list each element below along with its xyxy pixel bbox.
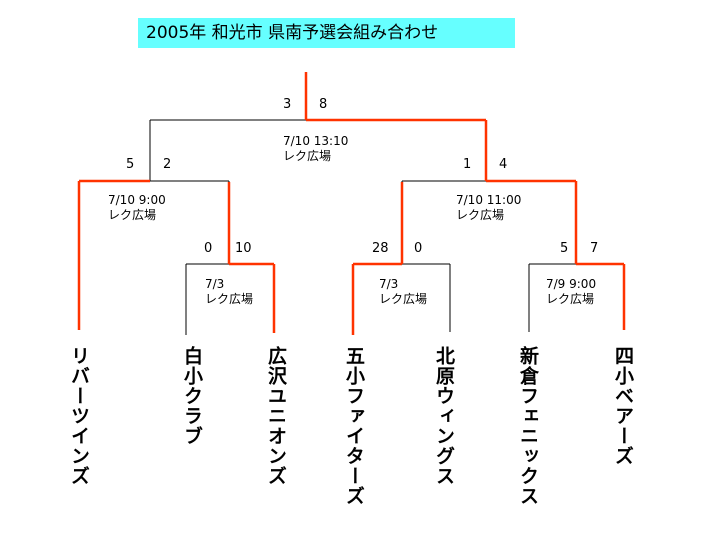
r1b-score-right: 0 xyxy=(414,241,423,256)
bracket-title: 2005年 和光市 県南予選会組み合わせ xyxy=(138,18,515,48)
sf2-date: 7/10 11:00 xyxy=(456,193,522,207)
sf2-score-right: 4 xyxy=(499,157,508,172)
sf2-venue: レク広場 xyxy=(456,208,505,222)
final-venue: レク広場 xyxy=(283,149,332,163)
sf1-score-left: 5 xyxy=(126,157,135,172)
r1b-venue: レク広場 xyxy=(379,292,428,306)
r1c-date: 7/9 9:00 xyxy=(546,277,597,291)
r1c-venue: レク広場 xyxy=(546,292,595,306)
team-name: 白小クラブ xyxy=(181,346,203,446)
sf1-score-right: 2 xyxy=(163,157,172,172)
r1a-score-left: 0 xyxy=(204,241,213,256)
team-name: リバーツインズ xyxy=(68,346,90,486)
r1a-score-right: 10 xyxy=(235,241,252,256)
team-name: 新倉フェニックス xyxy=(517,346,539,506)
final-date: 7/10 13:10 xyxy=(283,134,349,148)
team-name: 五小ファイターズ xyxy=(343,346,365,506)
sf2-score-left: 1 xyxy=(463,157,472,172)
r1b-date: 7/3 xyxy=(379,277,399,291)
final-score-right: 8 xyxy=(319,97,328,112)
team-name: 北原ウィングス xyxy=(433,346,455,486)
sf1-venue: レク広場 xyxy=(108,208,157,222)
r1a-venue: レク広場 xyxy=(205,292,254,306)
team-name: 広沢ユニオンズ xyxy=(265,346,287,486)
r1c-score-left: 5 xyxy=(560,241,569,256)
r1c-score-right: 7 xyxy=(590,241,599,256)
team-name: 四小ベアーズ xyxy=(612,346,634,466)
final-score-left: 3 xyxy=(283,97,292,112)
r1b-score-left: 28 xyxy=(372,241,389,256)
sf1-date: 7/10 9:00 xyxy=(108,193,166,207)
r1a-date: 7/3 xyxy=(205,277,225,291)
